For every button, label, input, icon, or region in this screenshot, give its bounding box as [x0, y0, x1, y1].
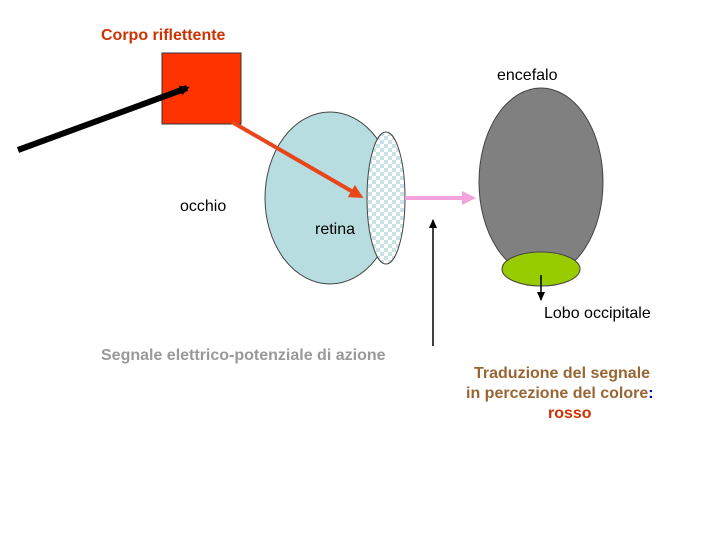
brain-ellipse — [479, 88, 603, 276]
segnale-label: Segnale elettrico-potenziale di azione — [101, 346, 386, 365]
traduzione-line-1: Traduzione del segnale — [466, 364, 654, 384]
traduzione-color-word: rosso — [466, 404, 654, 424]
occhio-label: occhio — [180, 197, 226, 216]
retina-ellipse — [367, 132, 405, 264]
lobo-occipitale-label: Lobo occipitale — [544, 304, 651, 323]
encefalo-label: encefalo — [497, 66, 558, 85]
traduzione-line-2: in percezione del colore: — [466, 384, 654, 404]
traduzione-text-block: Traduzione del segnale in percezione del… — [466, 364, 654, 424]
reflecting-body-square — [162, 53, 241, 124]
traduzione-colon: : — [648, 385, 653, 402]
title-label: Corpo riflettente — [101, 26, 225, 45]
traduzione-line-2-text: in percezione del colore — [466, 385, 648, 402]
retina-label: retina — [315, 220, 355, 239]
